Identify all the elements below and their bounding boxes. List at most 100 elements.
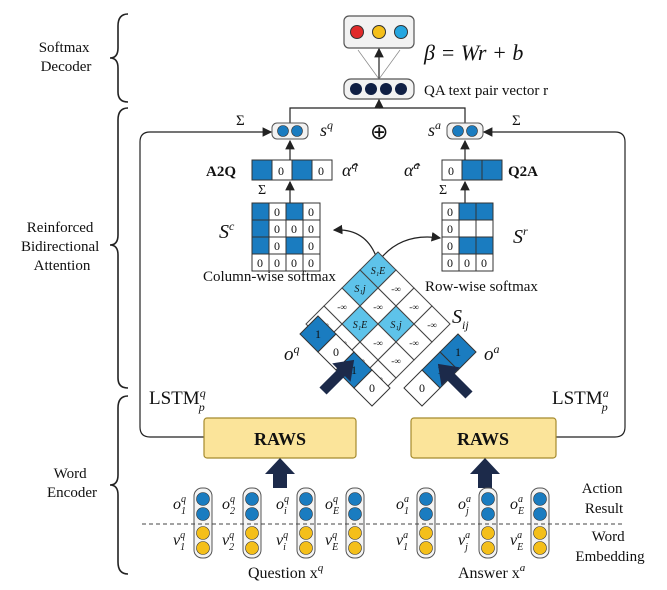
svg-text:-∞: -∞ (373, 338, 382, 348)
sij-to-sc-arc (332, 224, 379, 263)
column-softmax-label: Column-wise softmax (203, 269, 336, 285)
sr-matrix-cell: 0 (441, 253, 460, 272)
alpha-a-label: α̂a (404, 158, 420, 180)
sq-to-vector-line (289, 98, 384, 123)
svg-text:0: 0 (447, 239, 453, 253)
sum-sc: Σ (258, 183, 266, 198)
output-yellow-node (372, 25, 386, 39)
section-label-attention: Reinforced Bidirectional Attention (21, 220, 103, 274)
sq-label: sq (320, 118, 333, 140)
svg-text:1: 1 (351, 363, 357, 377)
svg-text:-∞: -∞ (391, 284, 400, 294)
svg-text:0: 0 (308, 205, 314, 219)
sc-matrix-cell: 0 (268, 236, 287, 255)
svg-text:0: 0 (308, 222, 314, 236)
sc-matrix-cell: 0 (302, 219, 321, 238)
section-label-word-encoder: Word Encoder (47, 466, 97, 501)
svg-text:0: 0 (274, 205, 280, 219)
word-embedding-label: Word Embedding (575, 529, 645, 565)
oq-cell: 0 (353, 369, 391, 407)
alpha-q-vector: 0 0 (251, 159, 333, 181)
oq-label: oq (284, 342, 300, 365)
svg-text:S₁j: S₁j (390, 320, 401, 331)
section-braces (109, 13, 129, 575)
question-label: Question xq (248, 562, 324, 582)
sum-left-outer: Σ (236, 113, 245, 129)
decoder-fan-1 (357, 49, 380, 80)
oa-cell: 0 (403, 369, 441, 407)
sa-label: sa (428, 118, 441, 140)
svg-text:0: 0 (447, 222, 453, 236)
sc-matrix-cell: 0 (268, 202, 287, 221)
svg-text:-∞: -∞ (337, 302, 346, 312)
sr-matrix-cell (475, 202, 494, 221)
q2a-label: Q2A (508, 164, 538, 180)
svg-text:0: 0 (369, 381, 375, 395)
sc-matrix-cell (285, 202, 304, 221)
sij-label: Sij (452, 306, 469, 332)
qa-vector (343, 78, 415, 100)
svg-text:0: 0 (308, 256, 314, 270)
svg-text:RAWS: RAWS (254, 429, 306, 449)
raws-right-box: RAWS (410, 417, 557, 459)
lstm-a-loop (482, 127, 626, 438)
svg-text:0: 0 (257, 256, 263, 270)
sc-matrix-cell: 0 (302, 236, 321, 255)
sc-matrix-cell: 0 (285, 219, 304, 238)
sr-matrix-cell: 0 (441, 202, 460, 221)
a2q-label: A2Q (206, 164, 236, 180)
output-red-node (350, 25, 364, 39)
sr-matrix-cell: 0 (475, 253, 494, 272)
svg-text:0: 0 (274, 239, 280, 253)
sc-matrix-cell: 0 (302, 253, 321, 272)
svg-text:S₁E: S₁E (371, 266, 386, 277)
lstm-q-loop (139, 127, 273, 438)
svg-text:S₁E: S₁E (353, 320, 368, 331)
sc-matrix-cell (251, 236, 270, 255)
decoder-fan-2 (378, 49, 401, 80)
qa-vector-label: QA text pair vector r (424, 83, 548, 99)
section-label-softmax-decoder: Softmax Decoder (39, 40, 94, 75)
sc-matrix-cell (285, 236, 304, 255)
svg-text:-∞: -∞ (427, 320, 436, 330)
sum-right-outer: Σ (512, 113, 521, 129)
sq-node (271, 122, 309, 140)
sc-label: Sc (219, 219, 235, 243)
sc-matrix-cell (251, 219, 270, 238)
svg-text:0: 0 (448, 164, 454, 178)
svg-text:0: 0 (419, 381, 425, 395)
softmax-output-box (343, 15, 415, 49)
svg-text:0: 0 (464, 256, 470, 270)
answer-to-raws-arrow (470, 458, 500, 488)
svg-text:0: 0 (278, 164, 284, 178)
svg-text:S₁j: S₁j (354, 284, 365, 295)
svg-text:RAWS: RAWS (457, 429, 509, 449)
sa-to-vector-line (379, 107, 466, 123)
svg-text:0: 0 (481, 256, 487, 270)
svg-text:0: 0 (291, 222, 297, 236)
sr-matrix-cell (458, 219, 477, 238)
svg-text:0: 0 (333, 345, 339, 359)
svg-text:0: 0 (447, 205, 453, 219)
sr-matrix-cell: 0 (441, 236, 460, 255)
